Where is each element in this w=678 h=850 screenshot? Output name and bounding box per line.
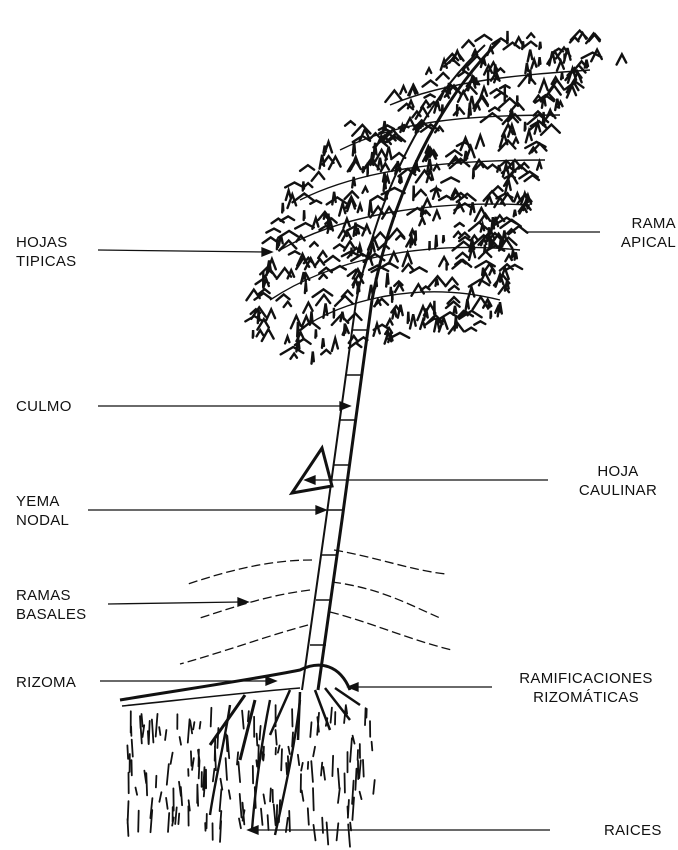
label-ramificaciones-line1: RAMIFICACIONES [496, 669, 676, 688]
label-culmo-text: CULMO [16, 397, 72, 416]
label-raices: RAICES [604, 821, 662, 840]
label-rama-apical-line2: APICAL [596, 233, 676, 252]
label-hojas-tipicas-line2: TIPICAS [16, 252, 76, 271]
label-ramificaciones-rizomaticas: RAMIFICACIONES RIZOMÁTICAS [496, 669, 676, 707]
label-hoja-caulinar: HOJA CAULINAR [566, 462, 670, 500]
label-ramas-basales-line1: RAMAS [16, 586, 86, 605]
pointer-lines [88, 232, 600, 834]
label-culmo: CULMO [16, 397, 72, 416]
label-rama-apical: RAMA APICAL [596, 214, 676, 252]
label-hoja-caulinar-line1: HOJA [566, 462, 670, 481]
basal-branches [180, 550, 452, 664]
label-ramas-basales-line2: BASALES [16, 605, 86, 624]
label-raices-text: RAICES [604, 821, 662, 840]
label-yema-nodal: YEMA NODAL [16, 492, 69, 530]
label-ramas-basales: RAMAS BASALES [16, 586, 86, 624]
label-hojas-tipicas-line1: HOJAS [16, 233, 76, 252]
label-ramificaciones-line2: RIZOMÁTICAS [496, 688, 676, 707]
label-rizoma: RIZOMA [16, 673, 76, 692]
label-yema-nodal-line2: NODAL [16, 511, 69, 530]
label-hoja-caulinar-line2: CAULINAR [566, 481, 670, 500]
culm-sheath-leaf [292, 448, 332, 493]
roots-soil [127, 700, 374, 847]
label-rizoma-text: RIZOMA [16, 673, 76, 692]
canopy-foliage [245, 31, 626, 364]
rhizome [120, 665, 360, 760]
label-hojas-tipicas: HOJAS TIPICAS [16, 233, 76, 271]
label-rama-apical-line1: RAMA [596, 214, 676, 233]
label-yema-nodal-line1: YEMA [16, 492, 69, 511]
